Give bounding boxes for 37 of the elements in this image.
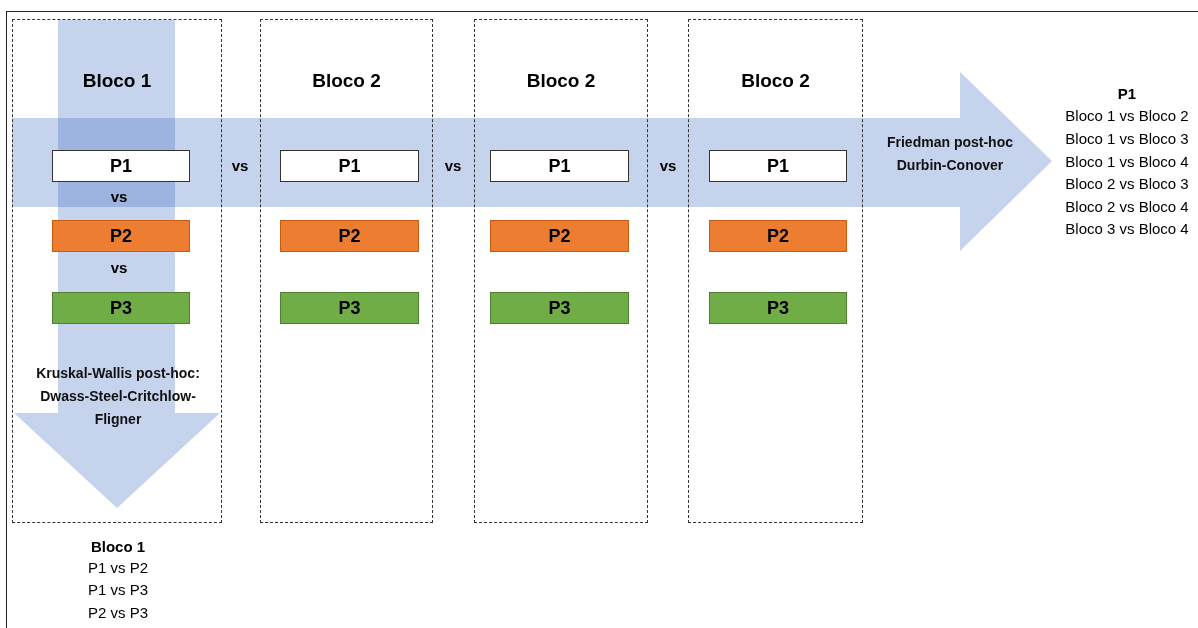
list-heading: P1 (1116, 84, 1138, 104)
list-heading: Bloco 1 (89, 537, 147, 557)
arrow-label: Friedman post-hoc Durbin-Conover (886, 133, 1014, 175)
comparison-label: Bloco 1 vs Bloco 4 (1064, 152, 1190, 172)
sample-box: P2 (709, 220, 847, 252)
sample-box: P1 (52, 150, 190, 182)
sample-box: P2 (490, 220, 629, 252)
arrow-label: Kruskal-Wallis post-hoc: Dwass-Steel-Critchlow-Fligner (35, 364, 201, 429)
sample-box: P3 (709, 292, 847, 324)
comparison-label: Bloco 2 vs Bloco 4 (1064, 197, 1190, 217)
comparison-label: P2 vs P3 (87, 603, 149, 623)
block-heading: Bloco 2 (311, 69, 382, 93)
dashed-block (260, 19, 433, 523)
comparison-label: Bloco 1 vs Bloco 2 (1064, 106, 1190, 126)
sample-box: P1 (709, 150, 847, 182)
sample-box: P1 (280, 150, 419, 182)
sample-box: P3 (52, 292, 190, 324)
vs-label: vs (230, 156, 250, 176)
sample-box: P3 (490, 292, 629, 324)
sample-box: P1 (490, 150, 629, 182)
comparison-label: P1 vs P2 (87, 558, 149, 578)
vs-label: vs (658, 156, 678, 176)
vs-label: vs (109, 187, 129, 207)
sample-box: P3 (280, 292, 419, 324)
sample-box: P2 (280, 220, 419, 252)
block-heading: Bloco 2 (740, 69, 811, 93)
block-heading: Bloco 1 (81, 69, 153, 93)
block-heading: Bloco 2 (525, 69, 597, 93)
comparison-label: Bloco 3 vs Bloco 4 (1064, 219, 1190, 239)
vs-label: vs (109, 258, 129, 278)
comparison-label: Bloco 2 vs Bloco 3 (1064, 174, 1190, 194)
vs-label: vs (443, 156, 463, 176)
comparison-label: Bloco 1 vs Bloco 3 (1064, 129, 1190, 149)
dashed-block (474, 19, 648, 523)
comparison-label: P1 vs P3 (87, 580, 149, 600)
sample-box: P2 (52, 220, 190, 252)
dashed-block (688, 19, 863, 523)
